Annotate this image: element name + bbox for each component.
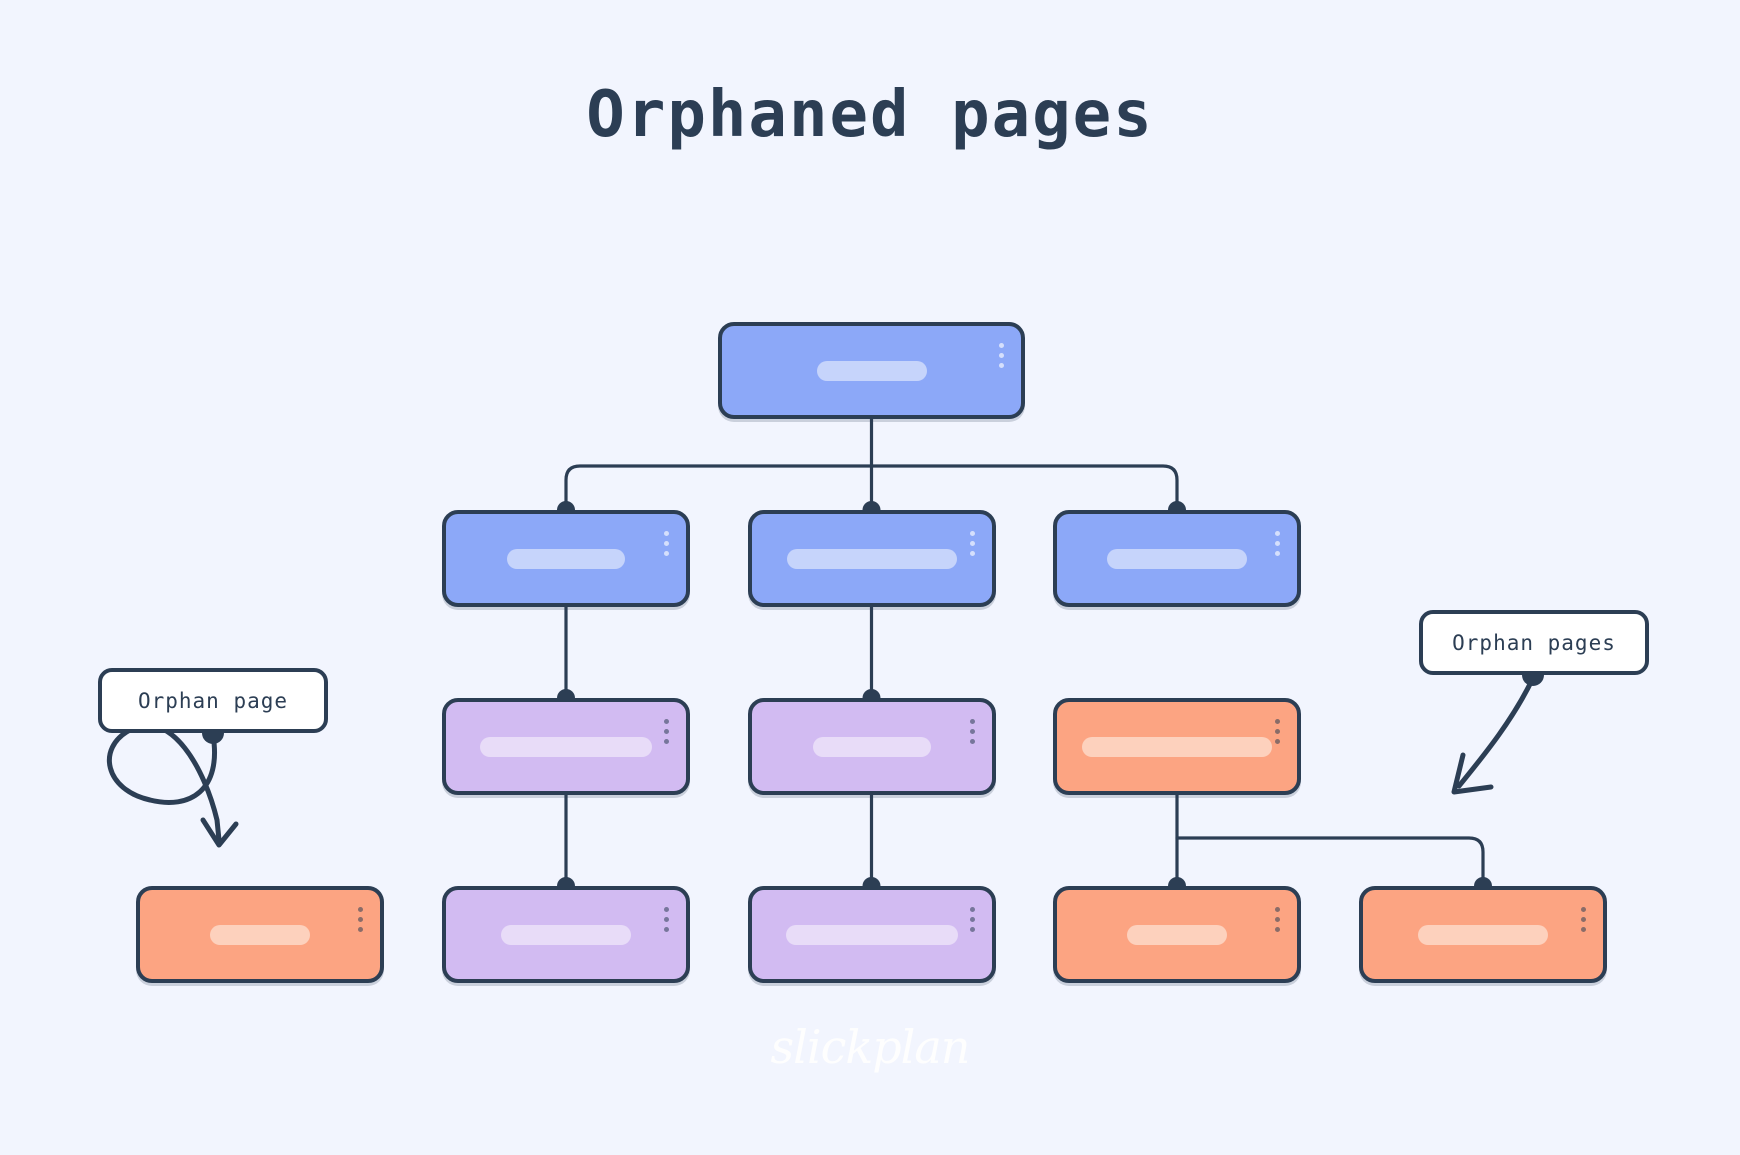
sitemap-node-3-3-orphan[interactable] bbox=[1053, 698, 1301, 795]
sitemap-node-2-1[interactable] bbox=[442, 510, 690, 607]
annotation-callout-orphan-page[interactable]: Orphan page bbox=[98, 668, 328, 733]
sitemap-node-4-4[interactable] bbox=[1053, 886, 1301, 983]
sitemap-node-3-2[interactable] bbox=[748, 698, 996, 795]
node-title-placeholder bbox=[1082, 736, 1272, 757]
node-title-placeholder bbox=[1418, 924, 1548, 945]
kebab-menu-icon[interactable] bbox=[970, 907, 975, 932]
sitemap-node-4-1-orphan[interactable] bbox=[136, 886, 384, 983]
node-title-placeholder bbox=[787, 548, 957, 569]
node-title-placeholder bbox=[813, 736, 931, 757]
sitemap-node-3-1[interactable] bbox=[442, 698, 690, 795]
kebab-menu-icon[interactable] bbox=[1581, 907, 1586, 932]
kebab-menu-icon[interactable] bbox=[999, 343, 1004, 368]
node-title-placeholder bbox=[816, 360, 927, 381]
kebab-menu-icon[interactable] bbox=[970, 719, 975, 744]
annotation-arrow-left-curve bbox=[106, 722, 222, 843]
sitemap-node-4-3[interactable] bbox=[748, 886, 996, 983]
kebab-menu-icon[interactable] bbox=[664, 719, 669, 744]
sitemap-node-2-2[interactable] bbox=[748, 510, 996, 607]
kebab-menu-icon[interactable] bbox=[1275, 719, 1280, 744]
wire-3-3-branch-right bbox=[1175, 836, 1485, 888]
kebab-menu-icon[interactable] bbox=[664, 531, 669, 556]
connector-dots bbox=[557, 501, 1492, 895]
sitemap-node-2-3[interactable] bbox=[1053, 510, 1301, 607]
sitemap-node-root[interactable] bbox=[718, 322, 1025, 419]
node-title-placeholder bbox=[501, 924, 631, 945]
annotation-callout-orphan-pages[interactable]: Orphan pages bbox=[1419, 610, 1649, 675]
sitemap-node-4-2[interactable] bbox=[442, 886, 690, 983]
wire-bus-row2 bbox=[564, 464, 1179, 512]
kebab-menu-icon[interactable] bbox=[1275, 531, 1280, 556]
kebab-menu-icon[interactable] bbox=[664, 907, 669, 932]
sitemap-node-4-5[interactable] bbox=[1359, 886, 1607, 983]
node-title-placeholder bbox=[786, 924, 958, 945]
node-title-placeholder bbox=[1107, 548, 1247, 569]
node-title-placeholder bbox=[210, 924, 310, 945]
kebab-menu-icon[interactable] bbox=[358, 907, 363, 932]
node-title-placeholder bbox=[480, 736, 652, 757]
annotation-arrow-left-head bbox=[200, 817, 239, 848]
node-title-placeholder bbox=[507, 548, 625, 569]
kebab-menu-icon[interactable] bbox=[970, 531, 975, 556]
annotation-arrow-right-curve bbox=[1456, 675, 1536, 789]
kebab-menu-icon[interactable] bbox=[1275, 907, 1280, 932]
slickplan-watermark: slickplan bbox=[770, 1020, 971, 1074]
node-title-placeholder bbox=[1127, 924, 1227, 945]
page-title: Orphaned pages bbox=[586, 78, 1154, 152]
annotation-arrow-right-head bbox=[1451, 752, 1494, 795]
